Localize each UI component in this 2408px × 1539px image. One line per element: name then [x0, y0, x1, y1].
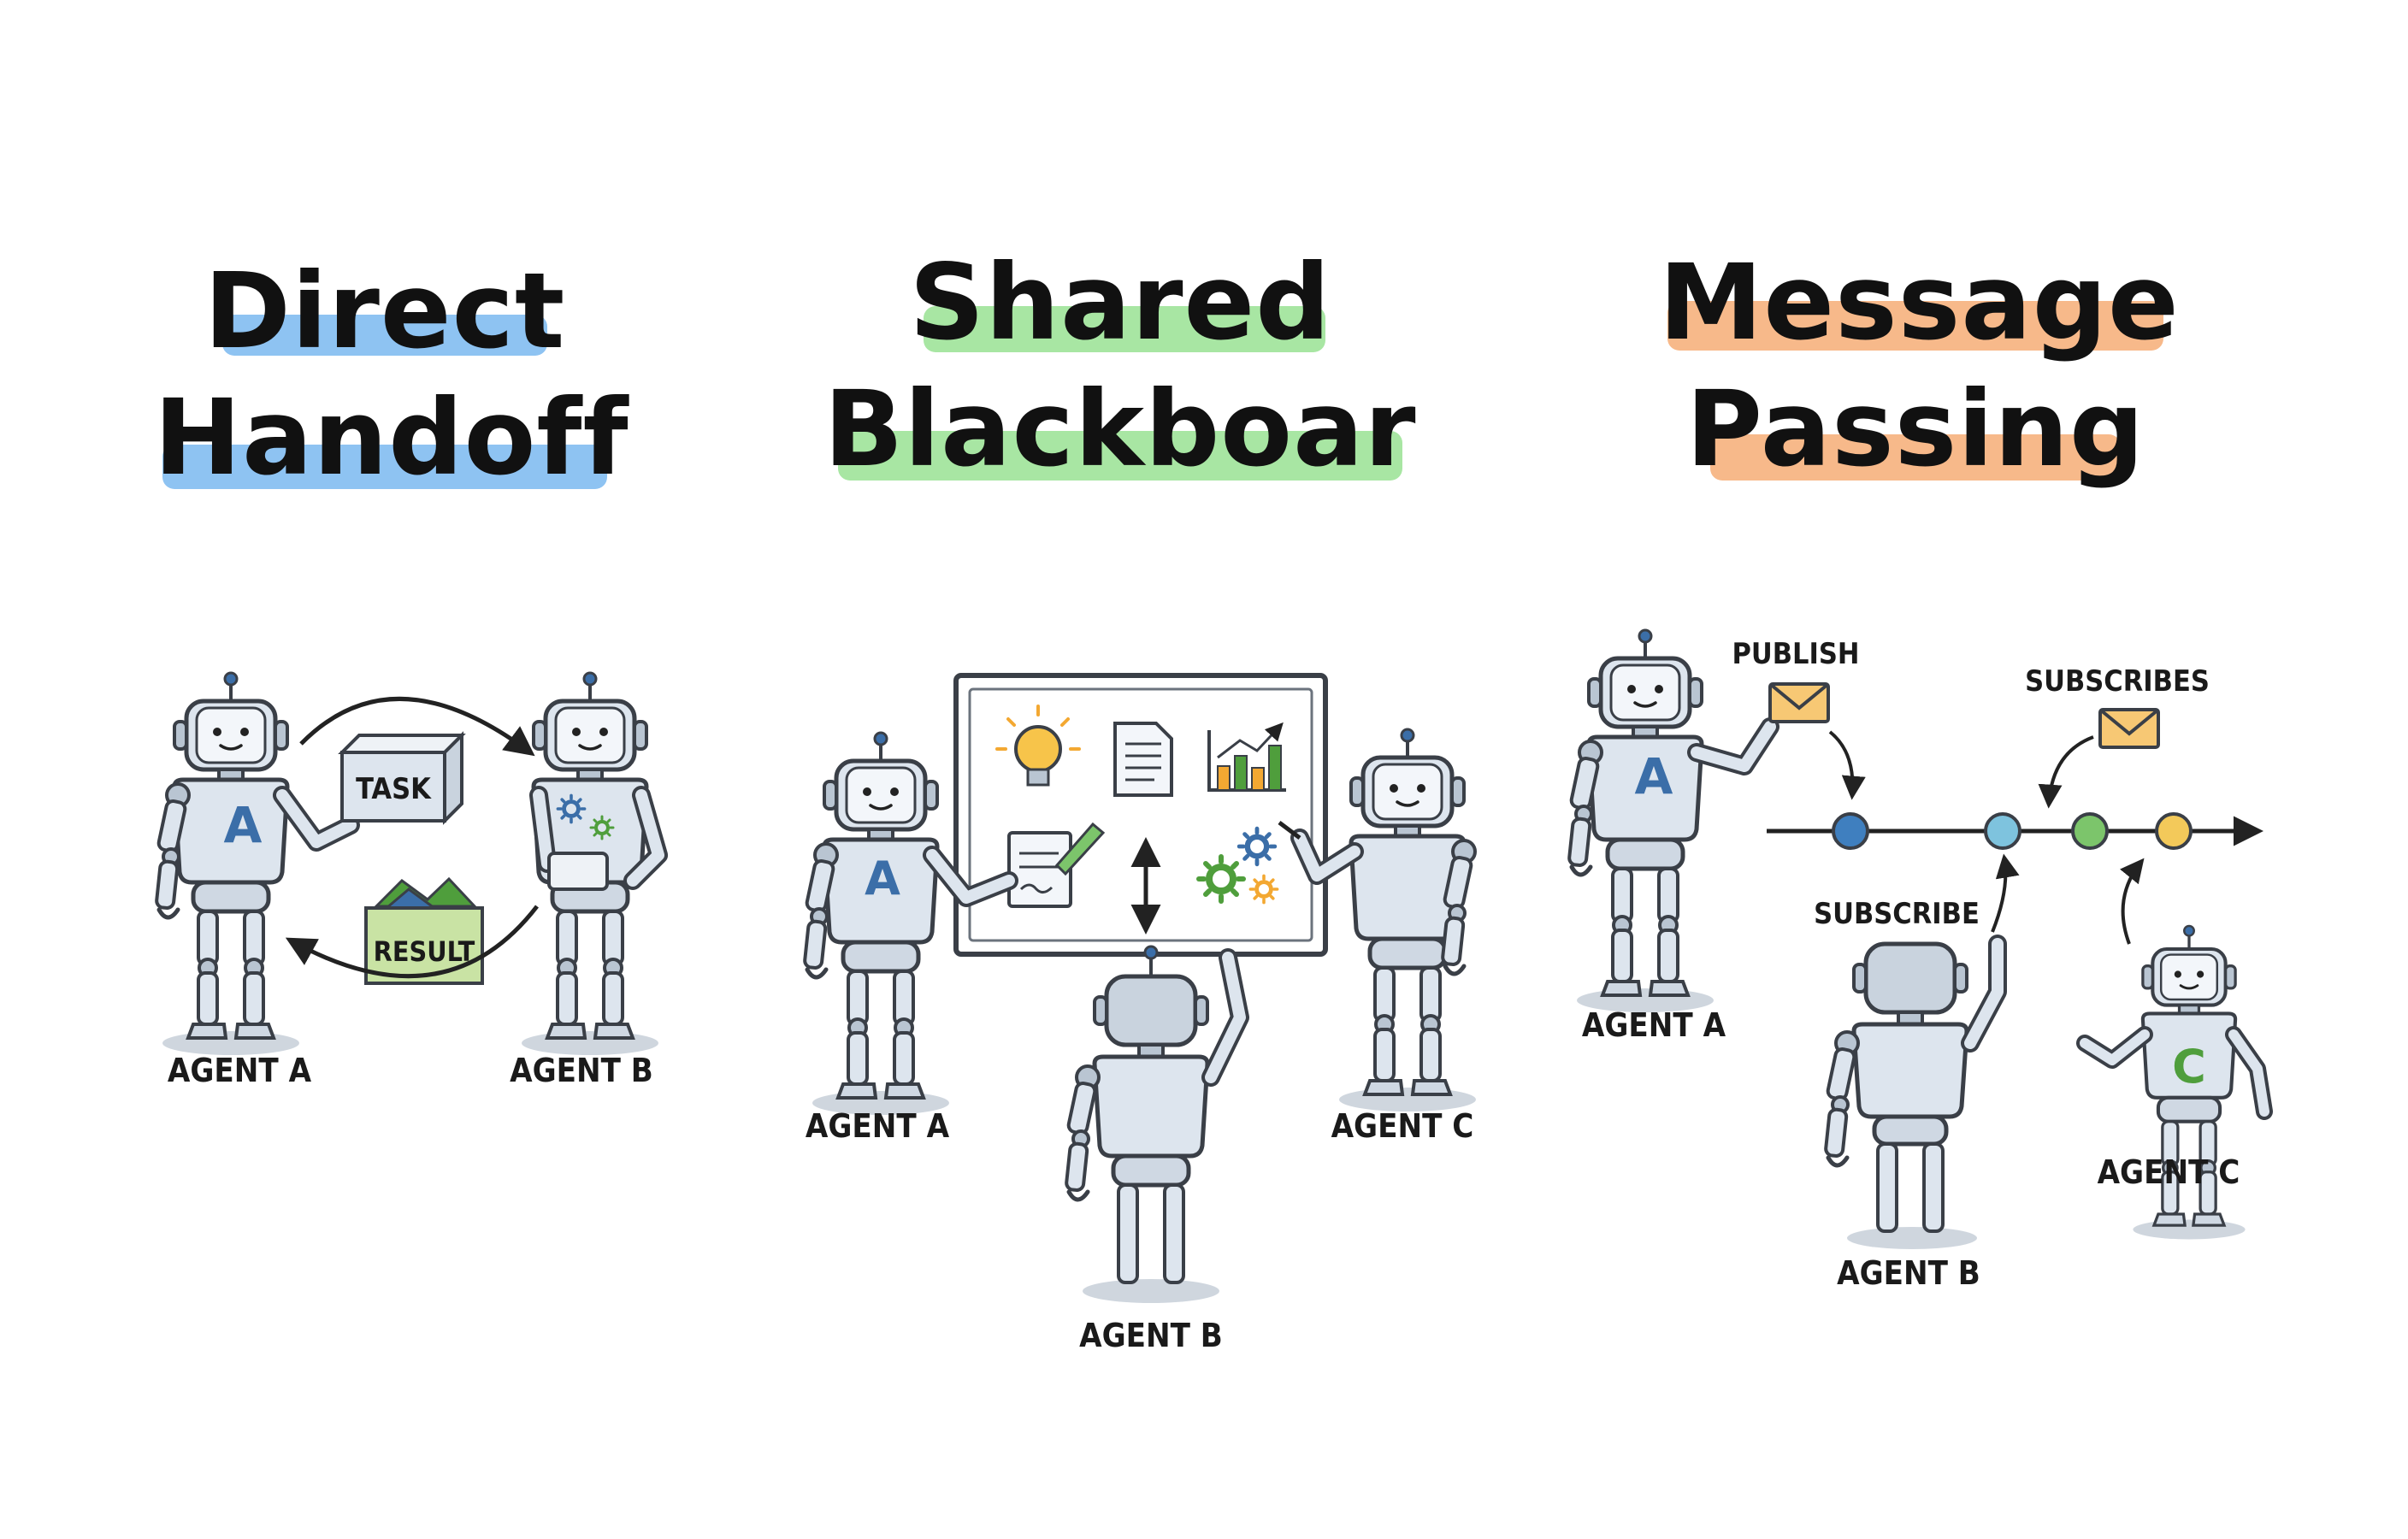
robot-agent-b-back — [1065, 945, 1249, 1303]
robot-agent-c — [1278, 729, 1476, 1112]
svg-text:A: A — [224, 796, 263, 854]
title-shared-blackboard: Shared Blackboar — [821, 239, 1419, 492]
publish-arrow — [1828, 730, 1866, 800]
highlight-brush — [1710, 434, 2121, 481]
highlight-brush — [838, 431, 1402, 481]
result-box-label: RESULT — [374, 935, 475, 968]
title-text: Shared — [909, 242, 1331, 363]
title-line: Handoff — [154, 374, 629, 501]
robot-agent-a: A — [804, 733, 1018, 1115]
highlight-brush — [924, 306, 1325, 352]
agent-c-label: AGENT C — [1331, 1107, 1474, 1145]
agent-c-subscribe-arrow — [2120, 858, 2145, 945]
panel-message-passing: A PUBLISH SUBSCRIBES SUBSCRIBE — [1568, 630, 2273, 1292]
title-line: Direct — [154, 248, 616, 374]
highlight-brush — [222, 315, 547, 356]
title-line: Shared — [821, 239, 1419, 366]
title-text: Handoff — [154, 377, 629, 498]
title-text: Passing — [1685, 369, 2145, 490]
robot-agent-b — [522, 673, 668, 1055]
bus-node — [2071, 812, 2109, 850]
envelope-icon — [1768, 682, 1830, 723]
robot-agent-c: C — [2076, 926, 2273, 1240]
message-bus — [1767, 812, 2263, 850]
task-box-label: TASK — [356, 772, 432, 806]
highlight-brush — [162, 445, 607, 489]
handoff-arrow-forward — [299, 696, 535, 757]
panel-direct-handoff: A TASK RESULT AGENT A AG — [111, 673, 668, 1089]
agent-b-label: AGENT B — [510, 1052, 653, 1089]
highlight-brush — [1667, 301, 2163, 351]
bus-node — [1832, 812, 1869, 850]
badge-a: A — [865, 852, 900, 905]
robot-agent-a: A — [1568, 630, 1779, 1012]
task-box: TASK — [338, 731, 466, 825]
title-text: Message — [1659, 242, 2180, 363]
bus-node — [1984, 812, 2021, 850]
badge-a: A — [1635, 747, 1673, 805]
agent-c-label: AGENT C — [2098, 1153, 2240, 1191]
bus-node — [2155, 812, 2193, 850]
pointer-stick — [1278, 821, 1301, 840]
note-pen-icon — [1007, 822, 1106, 908]
lightbulb-icon — [995, 705, 1081, 787]
badge-a: A — [224, 796, 263, 854]
title-text: Blackboar — [823, 369, 1417, 490]
title-direct-handoff: Direct Handoff — [154, 248, 629, 501]
agent-a-label: AGENT A — [806, 1107, 950, 1145]
title-text: Direct — [204, 251, 566, 372]
robot-agent-a: A — [111, 673, 360, 1055]
tablet-icon — [547, 852, 609, 891]
robot-agent-b-back — [1825, 935, 2007, 1249]
publish-label: PUBLISH — [1732, 637, 1859, 671]
handoff-arrow-return — [285, 905, 539, 979]
envelope-icon — [2098, 708, 2160, 749]
title-line: Blackboar — [821, 366, 1419, 492]
blackboard — [953, 673, 1328, 957]
bar-chart-icon — [1207, 722, 1286, 792]
badge-c: C — [2172, 1040, 2206, 1094]
result-box: RESULT — [364, 876, 484, 985]
title-line: Passing — [1659, 366, 2172, 492]
title-line: Message — [1659, 239, 2179, 366]
subscribes-label: SUBSCRIBES — [2025, 664, 2210, 699]
subscribe-arrow — [1991, 853, 2020, 933]
agent-b-label: AGENT B — [1837, 1254, 1980, 1292]
agent-b-label: AGENT B — [1079, 1317, 1223, 1354]
title-message-passing: Message Passing — [1659, 239, 2179, 492]
panel-shared-blackboard: A AGENT A AGENT B AGENT C — [804, 673, 1476, 1354]
agent-a-label: AGENT A — [168, 1052, 312, 1089]
subscribes-arrow — [2038, 735, 2094, 809]
subscribe-label: SUBSCRIBE — [1814, 897, 1980, 931]
document-icon — [1113, 722, 1173, 797]
agent-a-label: AGENT A — [1582, 1006, 1726, 1044]
